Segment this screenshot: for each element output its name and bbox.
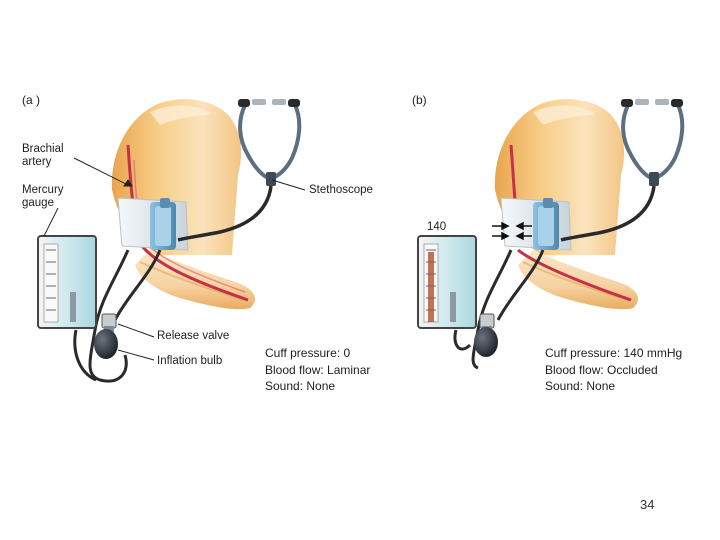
cuff [500,197,572,251]
cuff [117,197,189,251]
inflation-bulb-label: Inflation bulb [157,355,223,367]
info-line: Blood flow: Laminar [265,362,371,377]
compression-arrows [492,221,532,241]
inflation-bulb [94,329,118,359]
info-line: Cuff pressure: 140 mmHg [545,346,683,360]
stethoscope [560,99,685,242]
mercury-gauge-label: Mercury gauge [22,184,64,209]
panel-a-info: Cuff pressure: 0 Blood flow: Laminar Sou… [265,345,370,395]
release-valve-label: Release valve [157,330,230,342]
info-line: Blood flow: Occluded [545,362,658,377]
panel-b-info: Cuff pressure: 140 mmHg Blood flow: Occl… [545,345,682,395]
mercury-gauge [37,235,97,329]
info-line: Sound: None [545,379,616,393]
page-number: 34 [640,497,655,512]
leader-lines [43,157,306,361]
tubing [73,249,162,383]
panel-b-label: (b) [412,93,427,107]
release-valve [101,313,117,332]
info-line: Cuff pressure: 0 [265,346,351,360]
inflation-bulb [474,327,498,357]
info-line: Sound: None [265,379,336,393]
gauge-value-label: 140 [427,221,447,233]
brachial-artery [509,144,632,302]
mercury-gauge [417,235,477,329]
stethoscope-label: Stethoscope [309,184,373,196]
stethoscope [177,99,302,242]
tubing [453,249,545,370]
brachial-artery-label: Brachial artery [22,143,64,168]
panel-a-label: (a ) [22,93,40,107]
